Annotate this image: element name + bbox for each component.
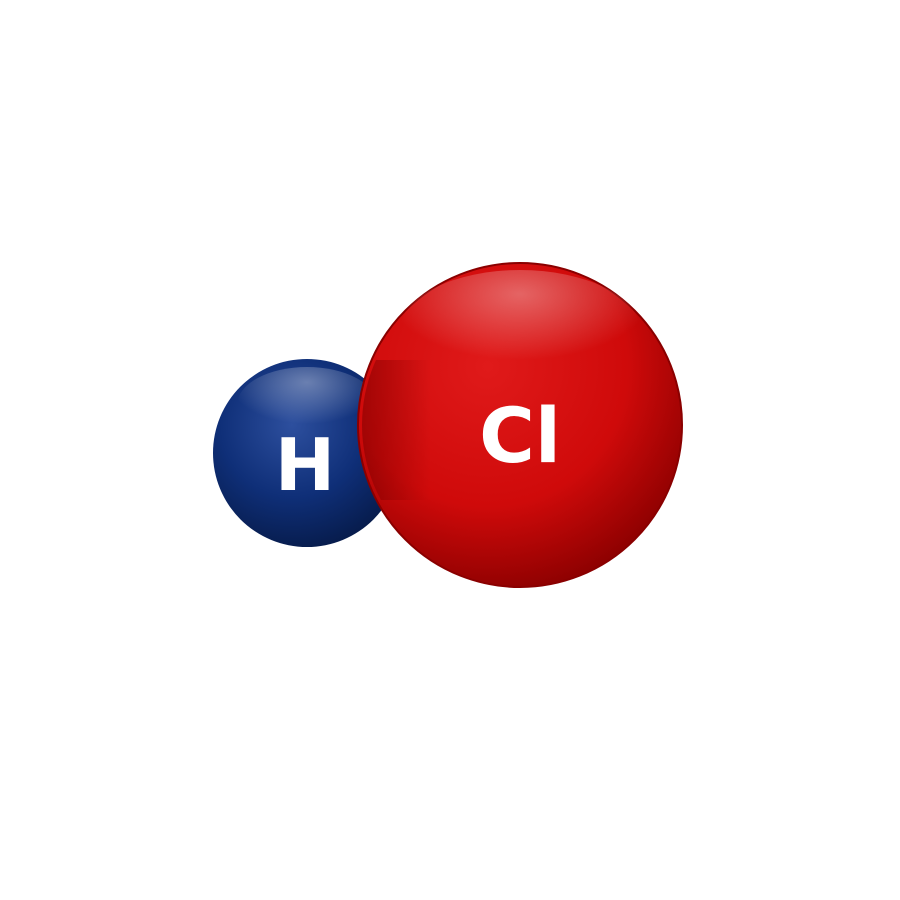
chlorine-atom: Cl (357, 262, 683, 588)
chlorine-symbol: Cl (479, 391, 561, 480)
hydrogen-symbol: H (275, 423, 335, 507)
hydrogen-sphere-gloss (237, 367, 377, 443)
bond-joint-shading (362, 360, 430, 500)
hydrogen-atom: H (213, 359, 401, 547)
chlorine-sphere-gloss (400, 270, 640, 390)
